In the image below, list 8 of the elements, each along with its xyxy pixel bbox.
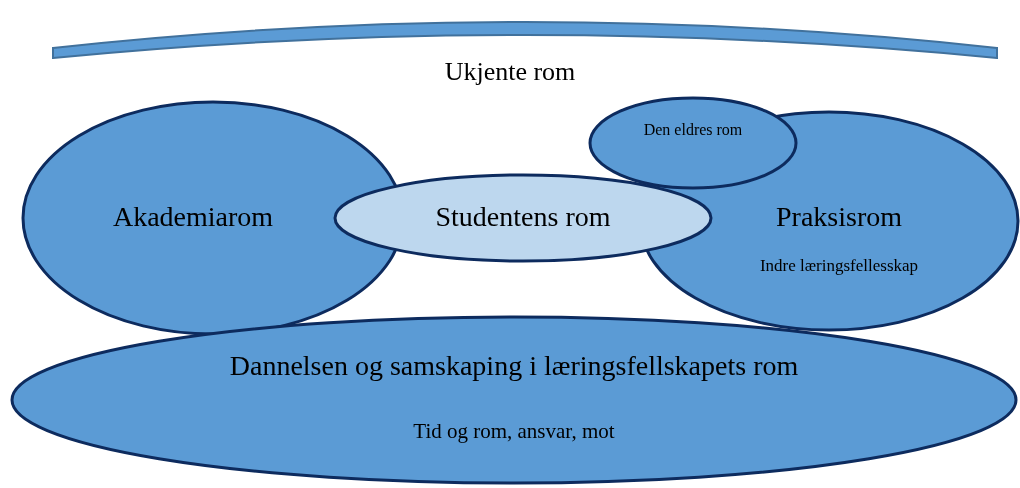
ellipse-subtitle: Tid og rom, ansvar, mot: [413, 419, 615, 445]
ellipse-label: Dannelsen og samskaping i læringsfellskapets rom: [229, 349, 799, 383]
ellipse-label: Akademiarom: [112, 200, 274, 234]
ellipse-label: Praksisrom: [776, 200, 902, 234]
heading-text: Ukjente rom: [444, 56, 576, 88]
ellipse-subtitle: Indre læringsfellesskap: [759, 256, 919, 277]
ellipse-label: Den eldres rom: [643, 120, 743, 140]
ellipse-label: Studentens rom: [435, 200, 611, 234]
